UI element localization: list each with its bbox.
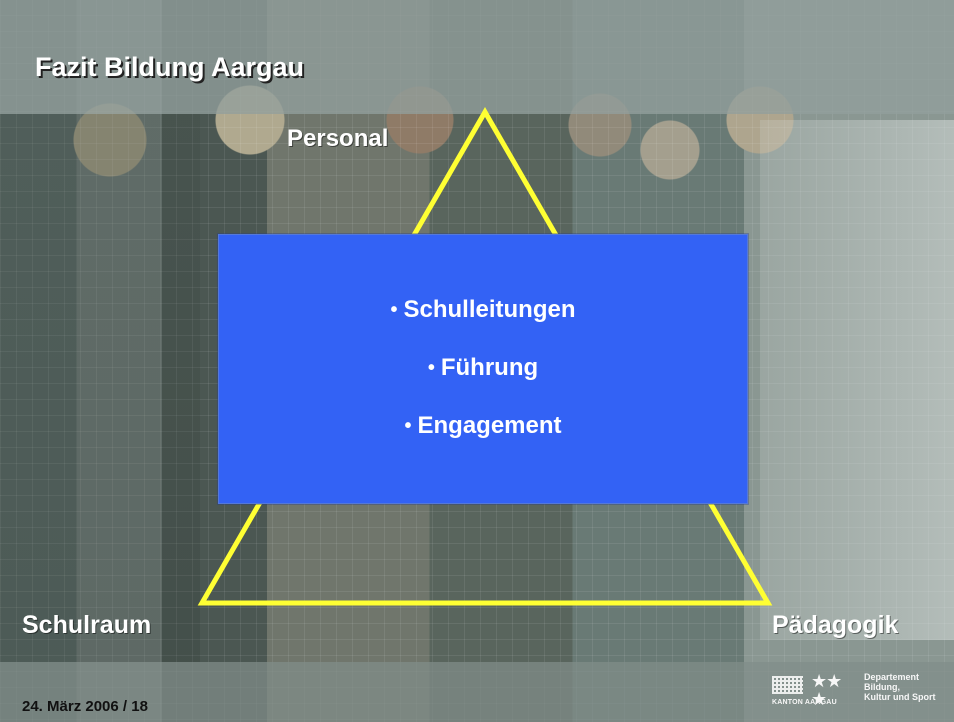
triangle-label-personal: Personal (287, 125, 389, 152)
summary-bullet-list: •Schulleitungen •Führung •Engagement (219, 295, 747, 469)
bullet-item: •Schulleitungen (219, 295, 747, 353)
bullet-label-schulleitungen: Schulleitungen (403, 296, 576, 323)
triangle-label-paedagogik: Pädagogik (772, 611, 899, 639)
bullet-icon: • (390, 299, 398, 321)
slide-date-page: 24. März 2006 / 18 (22, 698, 148, 715)
bullet-label-fuehrung: Führung (440, 354, 539, 381)
logo-small-text: KANTON AARGAU (772, 699, 837, 706)
canton-aargau-logo: ★★★ KANTON AARGAU Departement Bildung, K… (772, 672, 954, 714)
stars-icon: ★★★ (811, 671, 842, 709)
triangle-label-schulraum: Schulraum (22, 611, 152, 639)
bullet-icon: • (404, 415, 412, 437)
bullet-icon: • (427, 357, 435, 379)
bullet-label-engagement: Engagement (417, 412, 562, 439)
slide-title: Fazit Bildung Aargau (35, 52, 304, 82)
background-photo-left (0, 114, 200, 662)
logo-mark-icon (772, 676, 803, 694)
title-band (0, 0, 954, 114)
summary-box: •Schulleitungen •Führung •Engagement (218, 234, 748, 504)
background-photo-window (760, 120, 954, 640)
logo-department-text: Departement Bildung, Kultur und Sport (864, 672, 936, 702)
bullet-item: •Engagement (219, 411, 747, 469)
bullet-item: •Führung (219, 353, 747, 411)
